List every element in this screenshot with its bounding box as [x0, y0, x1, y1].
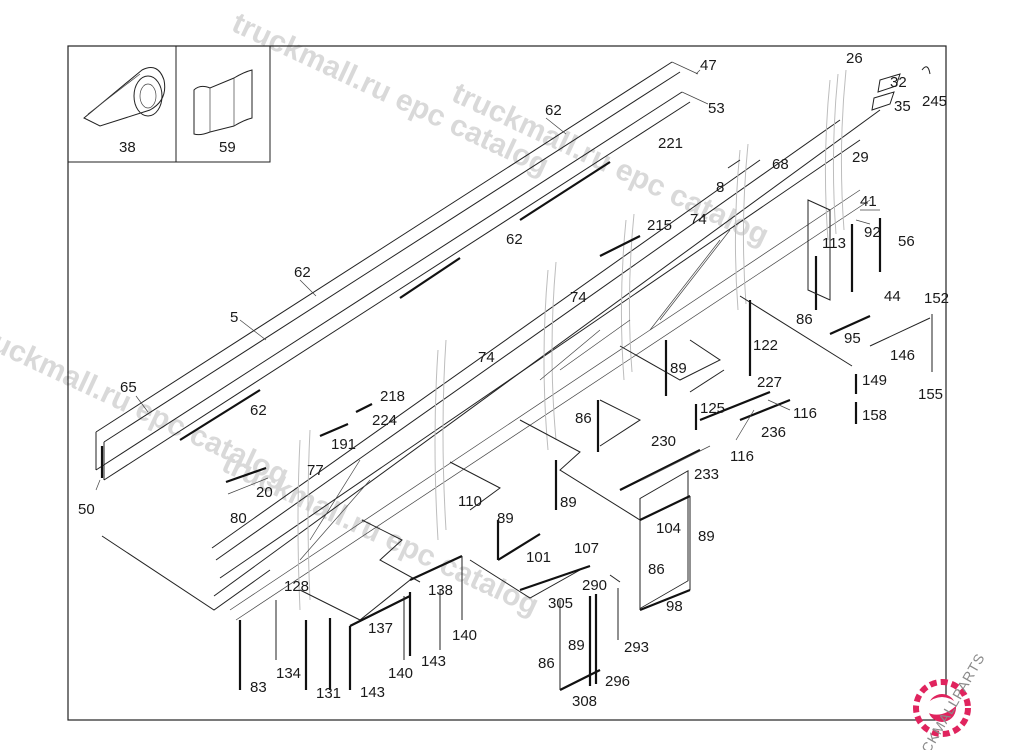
part-label: 143: [421, 653, 446, 670]
gear-icon: [913, 679, 971, 737]
part-label: 26: [846, 50, 863, 67]
part-label: 191: [331, 436, 356, 453]
part-label: 158: [862, 407, 887, 424]
part-label: 8: [716, 179, 724, 196]
part-label: 218: [380, 388, 405, 405]
part-label: 74: [478, 349, 495, 366]
part-label: 138: [428, 582, 453, 599]
part-label: 140: [388, 665, 413, 682]
part-label: 35: [894, 98, 911, 115]
part-label: 86: [648, 561, 665, 578]
part-label: 227: [757, 374, 782, 391]
part-label: 245: [922, 93, 947, 110]
watermark-text: truckmall.ru epc catalog: [217, 446, 544, 622]
part-label: 38: [119, 139, 136, 156]
part-label: 110: [458, 493, 482, 510]
part-label: 62: [545, 102, 562, 119]
part-label: 89: [497, 510, 514, 527]
frame-assembly-drawing: [95, 61, 933, 691]
part-label: 68: [772, 156, 789, 173]
part-label: 86: [538, 655, 555, 672]
part-label: 155: [918, 386, 943, 403]
part-label: 131: [316, 685, 341, 702]
part-label: 230: [651, 433, 676, 450]
part-label: 83: [250, 679, 267, 696]
part-label: 152: [924, 290, 949, 307]
part-label: 104: [656, 520, 681, 537]
part-label: 86: [796, 311, 813, 328]
part-label: 107: [574, 540, 599, 557]
part-label: 89: [670, 360, 687, 377]
part-label: 95: [844, 330, 861, 347]
part-label: 56: [898, 233, 915, 250]
part-label: 89: [698, 528, 715, 545]
part-label: 233: [694, 466, 719, 483]
part-label: 305: [548, 595, 573, 612]
part-label: 50: [78, 501, 95, 518]
part-label: 74: [690, 211, 707, 228]
part-label: 62: [506, 231, 523, 248]
part-label: 62: [250, 402, 267, 419]
part-label: 113: [822, 235, 846, 252]
part-label: 65: [120, 379, 137, 396]
tape-roll-icon: [83, 67, 166, 127]
part-label: 122: [753, 337, 778, 354]
part-label: 89: [560, 494, 577, 511]
part-label: 62: [294, 264, 311, 281]
watermark-text: truckmall.ru epc catalog: [227, 6, 554, 182]
diagram-frame: [67, 45, 947, 721]
part-label: 5: [230, 309, 238, 326]
part-label: 47: [700, 57, 717, 74]
part-label: 32: [890, 74, 907, 91]
sheet-icon: [193, 69, 253, 136]
part-label: 140: [452, 627, 477, 644]
part-label: 137: [368, 620, 393, 637]
part-label: 146: [890, 347, 915, 364]
part-label: 236: [761, 424, 786, 441]
part-label: 59: [219, 139, 236, 156]
part-label: 134: [276, 665, 301, 682]
part-label: 41: [860, 193, 877, 210]
part-label: 92: [864, 224, 881, 241]
part-label: 143: [360, 684, 385, 701]
part-label: 116: [793, 405, 817, 422]
part-label: 224: [372, 412, 397, 429]
part-label: 80: [230, 510, 247, 527]
part-label: 149: [862, 372, 887, 389]
part-label: 290: [582, 577, 607, 594]
part-label: 116: [730, 448, 754, 465]
part-label: 89: [568, 637, 585, 654]
part-label: 74: [570, 289, 587, 306]
part-label: 128: [284, 578, 309, 595]
part-label: 77: [307, 462, 324, 479]
part-label: 53: [708, 100, 725, 117]
part-label: 221: [658, 135, 683, 152]
part-label: 44: [884, 288, 901, 305]
part-label: 296: [605, 673, 630, 690]
label-layer: 47 53 62 221 26 32 35 245 29 68 8 41 92 56 113 215 74 62 6…: [78, 50, 949, 710]
part-label: 20: [256, 484, 273, 501]
watermark-text: truckmall.ru epc catalog: [447, 76, 774, 252]
part-label: 293: [624, 639, 649, 656]
part-label: 125: [700, 400, 725, 417]
part-label: 29: [852, 149, 869, 166]
part-label: 98: [666, 598, 683, 615]
part-label: 215: [647, 217, 672, 234]
part-label: 308: [572, 693, 597, 710]
part-label: 101: [526, 549, 551, 566]
truckmall-logo: TRUCKMALLPARTS: [902, 650, 988, 750]
part-label: 86: [575, 410, 592, 427]
inset-panel: 38 59: [67, 45, 271, 163]
